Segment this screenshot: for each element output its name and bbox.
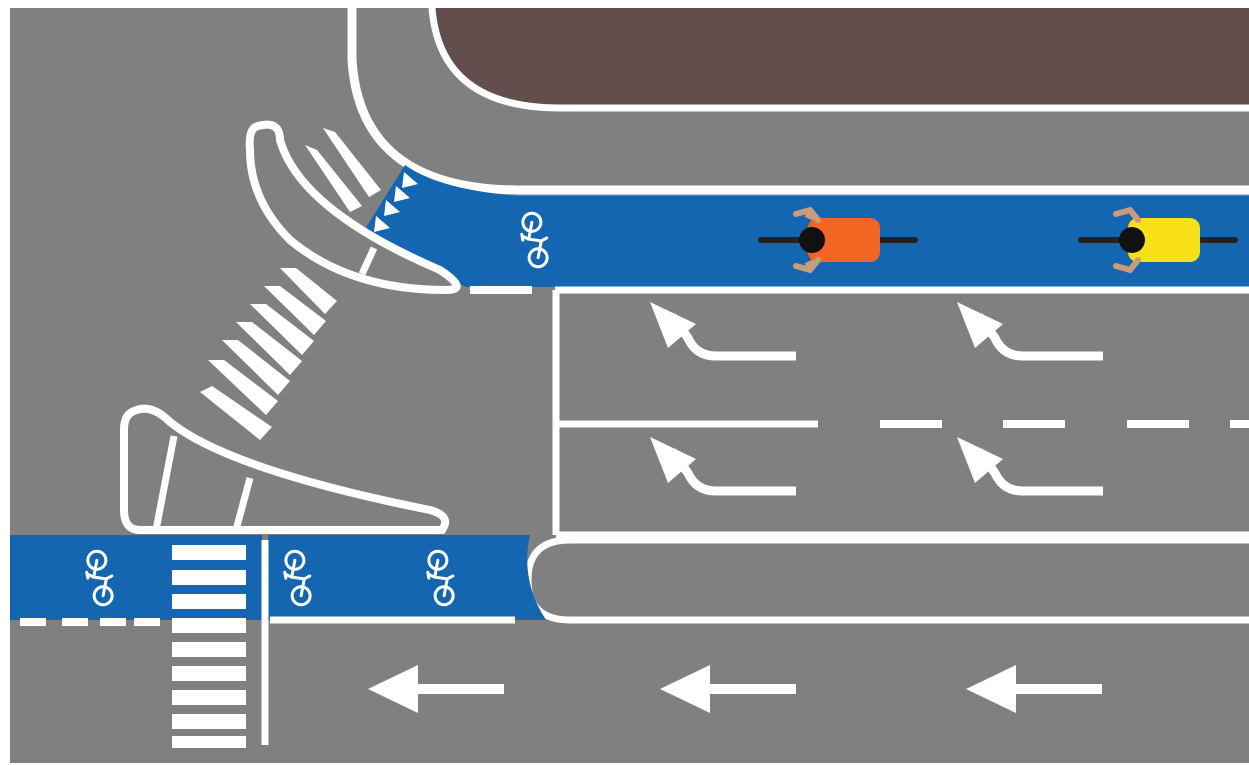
- refuge-island-upper: [245, 120, 461, 295]
- yield-markings: [374, 172, 418, 232]
- building-block: [432, 8, 1249, 108]
- cyclist-icon: [1078, 206, 1238, 274]
- crosswalk-south: [172, 545, 246, 748]
- lane-divider-dashed: [880, 420, 1249, 428]
- curb-corner: [347, 8, 1249, 195]
- bike-lane-upper: [362, 165, 1249, 287]
- asphalt: [10, 8, 1249, 763]
- crosswalk-diagonal: [200, 268, 337, 440]
- cyclist-icon: [758, 206, 918, 274]
- refuge-island-lower: [120, 404, 449, 534]
- crosswalk-north: [305, 128, 381, 212]
- bike-lane-lower: [10, 535, 546, 620]
- median-island: [524, 536, 1249, 624]
